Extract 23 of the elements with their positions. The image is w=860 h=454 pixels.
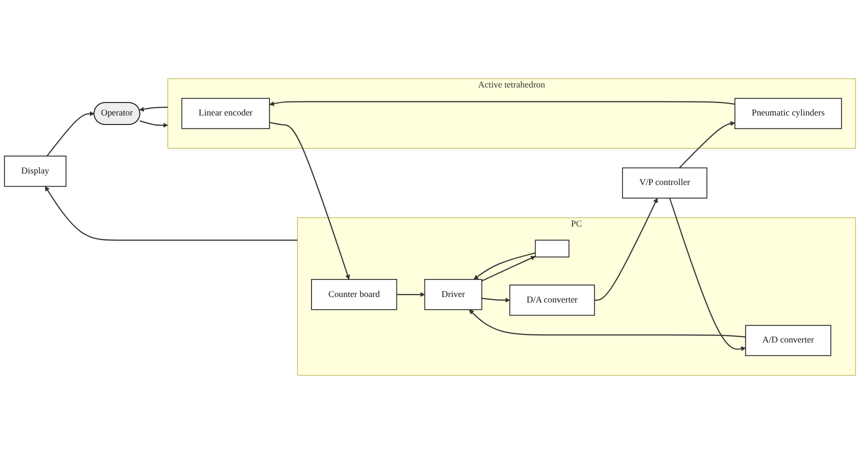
- node-box: Pneumatic cylinders: [734, 98, 842, 130]
- node-box: A/D converter: [745, 324, 832, 356]
- arrow: [46, 111, 95, 156]
- arrow: [482, 256, 536, 282]
- node-box: [534, 240, 570, 258]
- node-box: Driver: [424, 279, 482, 310]
- node-box: Display: [4, 156, 66, 187]
- arrow: [669, 198, 746, 352]
- arrow: [269, 101, 735, 106]
- arrow: [396, 292, 425, 297]
- arrow: [468, 309, 746, 338]
- arrow: [482, 298, 510, 303]
- node-box: Linear encoder: [181, 98, 270, 130]
- arrow: [44, 186, 298, 241]
- arrow: [139, 106, 168, 112]
- arrow: [474, 252, 536, 280]
- arrow: [140, 120, 168, 128]
- node-box: D/A converter: [509, 284, 595, 316]
- arrow: [594, 198, 658, 301]
- node-box: Counter board: [311, 279, 398, 310]
- arrow: [269, 122, 350, 280]
- arrow: [679, 121, 736, 168]
- node-box: V/P controller: [622, 167, 708, 199]
